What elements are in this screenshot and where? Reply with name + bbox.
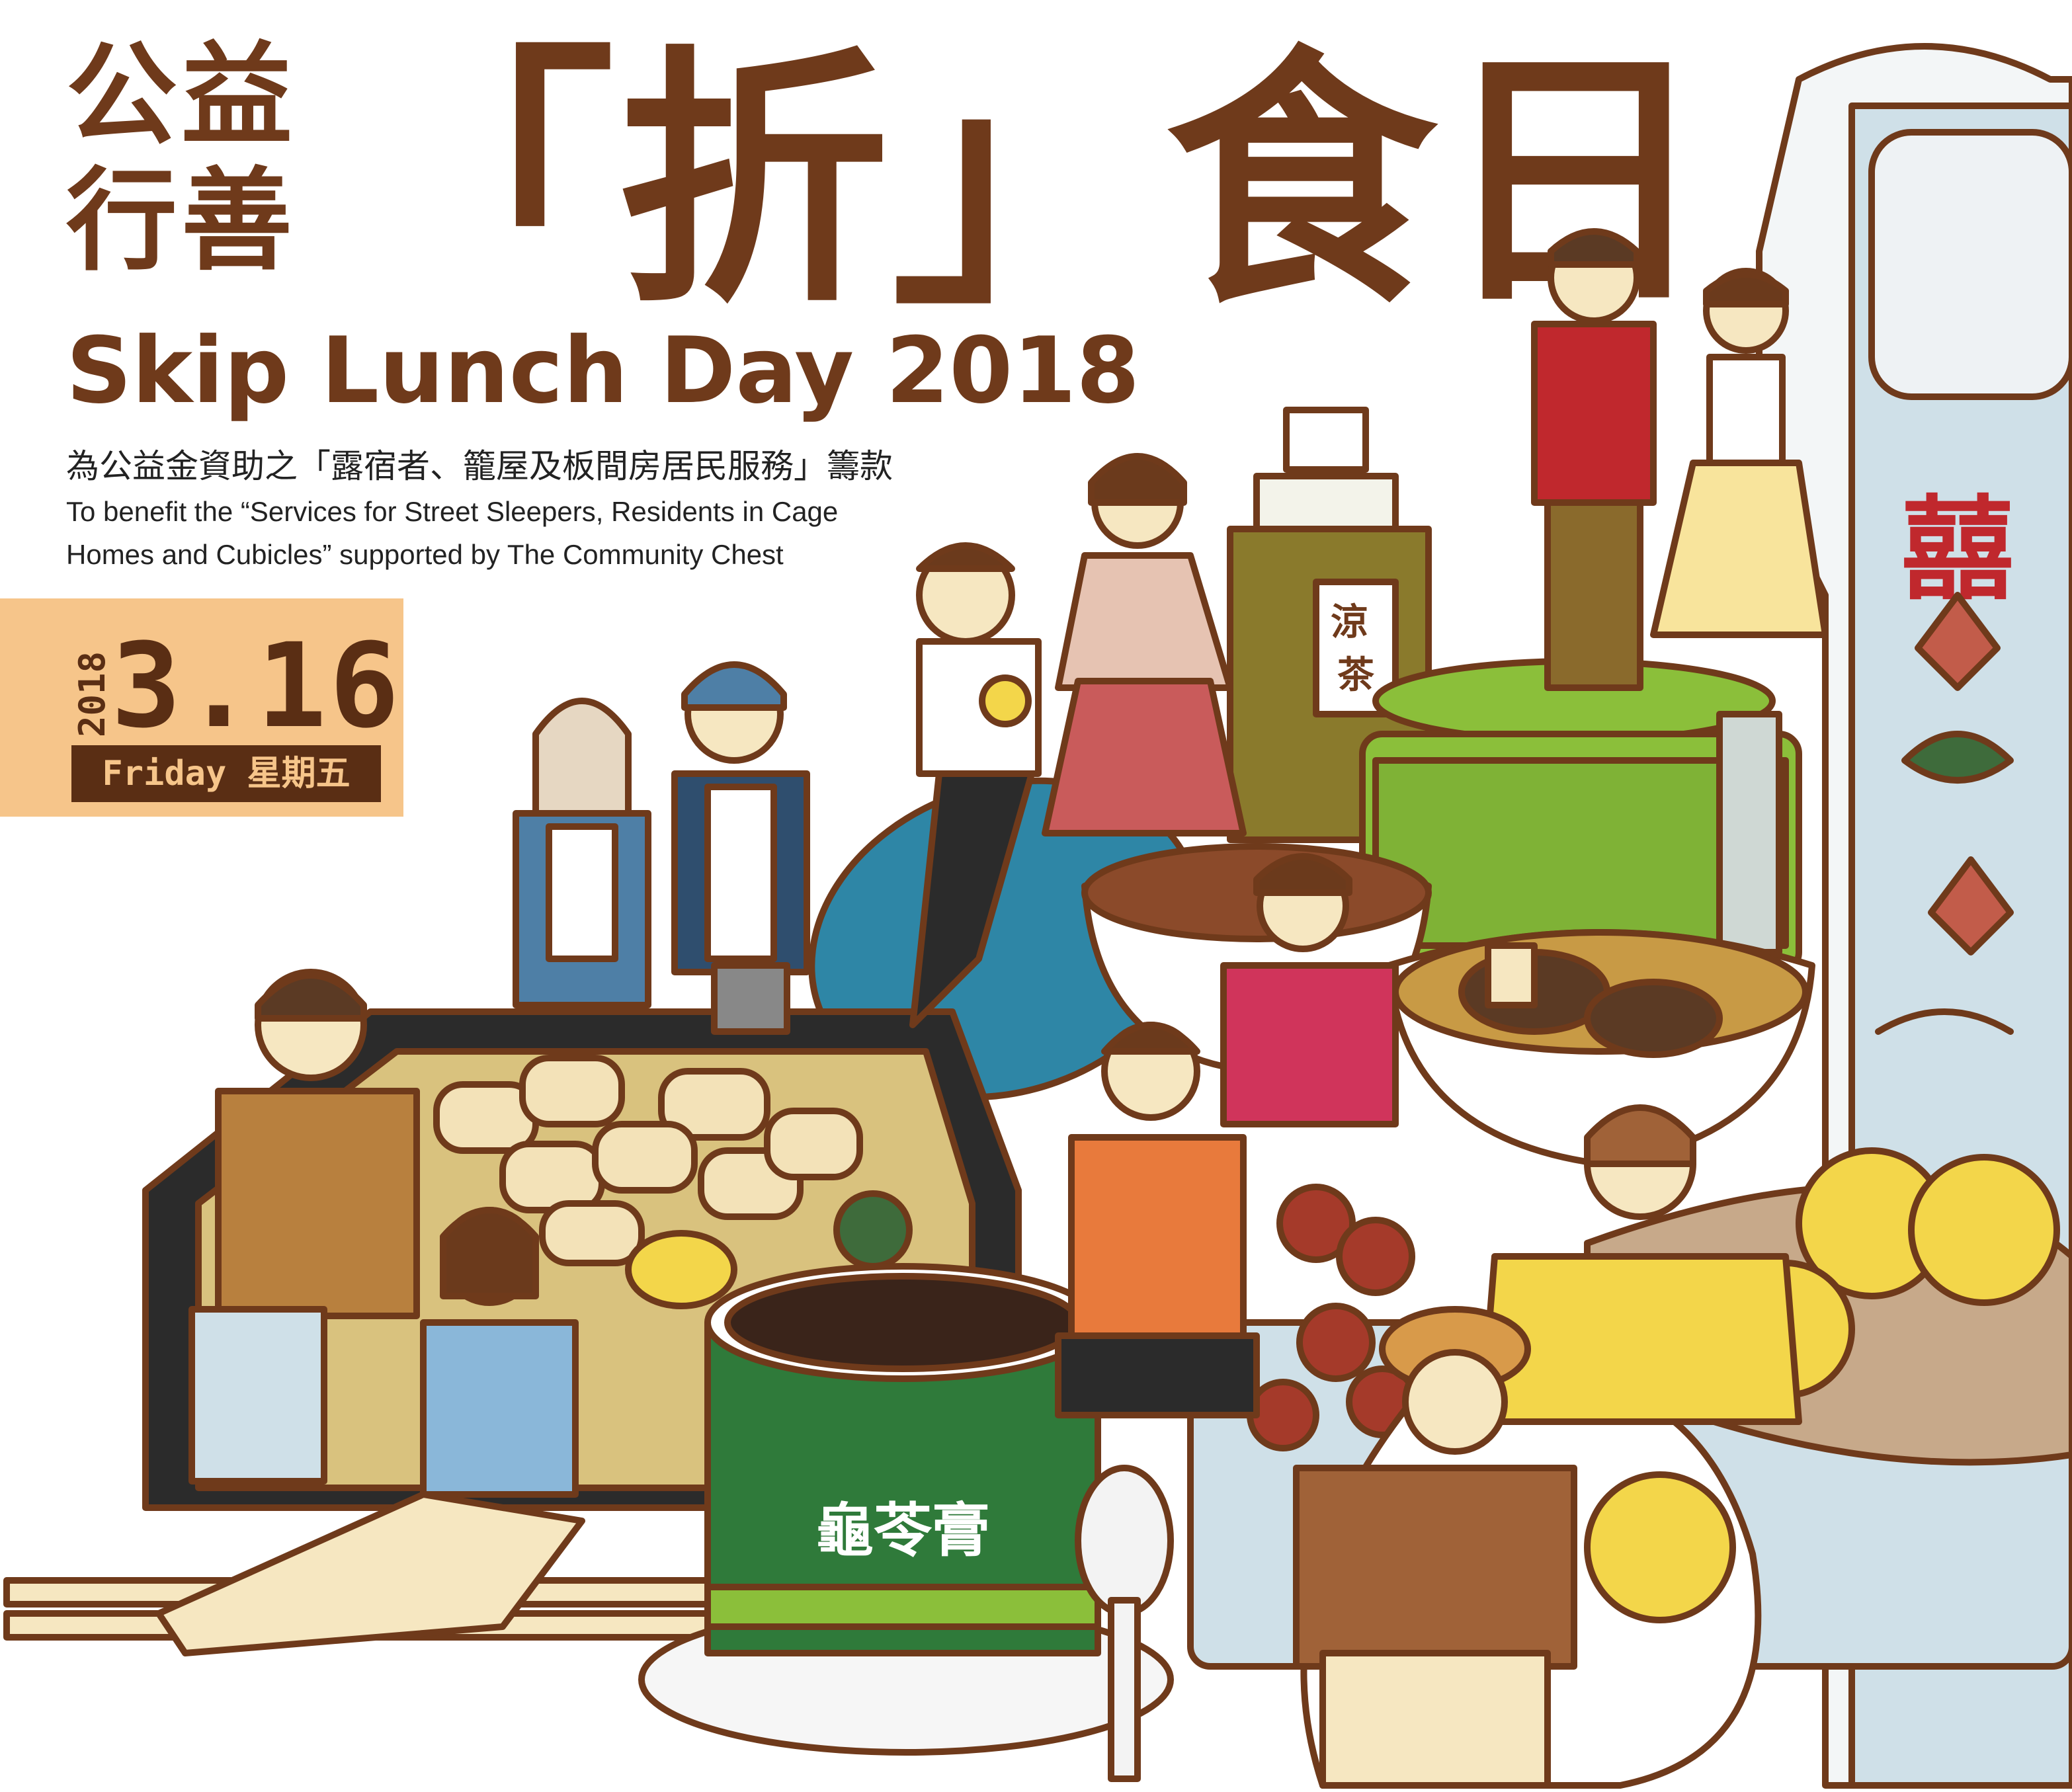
thermos-flask	[1756, 43, 2072, 1789]
date-weekday: Friday 星期五	[71, 745, 381, 802]
bottle-label-char1: 涼	[1331, 601, 1368, 644]
title-english: Skip Lunch Day 2018	[66, 317, 1140, 424]
flask-label: 囍	[1901, 485, 2014, 616]
title-line2: 行善	[66, 156, 296, 286]
person-woman-blue-jacket	[513, 698, 651, 1008]
person-woman-yellow-dress	[1478, 1104, 1802, 1425]
herbal-tea-bottle	[1227, 407, 1432, 843]
fish-plate	[1187, 1147, 2072, 1670]
noodle-bowl	[1081, 843, 1432, 1075]
person-woman-sitting	[155, 1207, 585, 1656]
person-man-brown-jacket	[188, 969, 420, 1485]
chopsticks	[3, 1577, 737, 1641]
spoon	[1075, 1465, 1174, 1782]
fried-egg	[1300, 1370, 1762, 1789]
date-badge: 2018 3.16 Friday 星期五	[0, 598, 403, 817]
jar-label: 龜苓膏	[815, 1496, 990, 1565]
flower-decoration	[1875, 592, 2014, 1035]
title-line1: 公益	[66, 30, 296, 160]
title-main: 「折」食日	[344, 24, 1713, 340]
bottle-label-char2: 茶	[1337, 654, 1374, 697]
blue-plate	[808, 777, 1202, 1101]
green-lunchbox	[1359, 658, 1802, 975]
person-girl-shawl	[1042, 453, 1247, 836]
soup-bowl	[1386, 929, 1815, 1167]
person-man-sweater-vest	[1055, 1022, 1260, 1418]
person-man-hooded	[671, 661, 810, 1035]
dim-sum-box	[142, 1008, 1022, 1511]
date-day-month: 3.16	[111, 618, 402, 754]
subtitle-english-line1: To benefit the “Services for Street Slee…	[66, 496, 839, 527]
subtitle-chinese: 為公益金資助之「露宿者、籠屋及板間房居民服務」籌款	[66, 447, 893, 485]
date-year: 2018	[71, 645, 113, 744]
person-boy-egg-shirt	[909, 542, 1042, 1028]
herbal-jelly-jar	[638, 1263, 1174, 1756]
date-year-text: 2018	[71, 651, 113, 738]
bottle-label: 涼 茶	[1331, 601, 1381, 697]
person-woman-striped	[1220, 853, 1399, 1127]
person-boy-beret	[1293, 1306, 1577, 1789]
subtitle-english-line2: Homes and Cubicles” supported by The Com…	[66, 539, 784, 570]
